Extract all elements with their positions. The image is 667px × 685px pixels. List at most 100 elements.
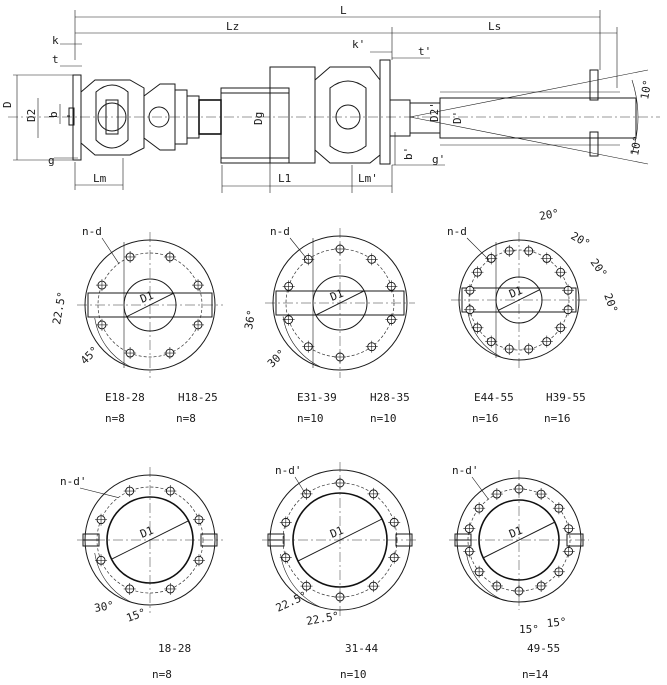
hole-count: n=16 xyxy=(544,412,571,425)
series-name: 18-28 xyxy=(158,642,191,655)
angle-arc xyxy=(94,552,131,603)
callout-leader xyxy=(294,476,307,495)
callout-leader xyxy=(101,237,120,264)
angle-label: 20° xyxy=(601,292,620,315)
d1-label: D1 xyxy=(328,524,345,541)
flange-outer xyxy=(84,239,216,371)
hole-count: n=10 xyxy=(370,412,397,425)
bore xyxy=(478,499,560,581)
dim-D-prime: D' xyxy=(451,111,464,124)
angle-label: 15° xyxy=(125,606,148,625)
dim-L1: L1 xyxy=(278,172,291,185)
bore xyxy=(292,492,388,588)
flange-outer xyxy=(272,235,408,371)
dim-D: D xyxy=(1,101,14,108)
d1-label: D1 xyxy=(138,524,155,541)
flange-outer xyxy=(458,239,580,361)
angle-label: 22.5° xyxy=(305,609,340,628)
hole-count: n=8 xyxy=(105,412,125,425)
angle-arc xyxy=(280,553,320,607)
dim-b-prime: b' xyxy=(402,147,415,160)
d1-label: D1 xyxy=(328,287,345,304)
angle-label: 45° xyxy=(78,344,101,367)
dim-Ls: Ls xyxy=(488,20,501,33)
bolt-circle xyxy=(468,249,570,351)
bore xyxy=(123,278,177,332)
series-name: H18-25 xyxy=(178,391,218,404)
dim-k-prime: k' xyxy=(352,38,365,51)
series-name: 31-44 xyxy=(345,642,378,655)
d1-dimension-line xyxy=(315,290,365,316)
angle-arc xyxy=(466,552,501,600)
series-name: H39-55 xyxy=(546,391,586,404)
callout-leader xyxy=(289,237,308,260)
callout-leader xyxy=(466,237,490,261)
bore xyxy=(312,275,368,331)
flange-5: D1 n-d' 22.5°22.5° 31-44 n=10 xyxy=(262,462,418,681)
dim-Dg: Dg xyxy=(252,112,265,125)
bolt-circle xyxy=(282,482,398,598)
hole-callout: n-d' xyxy=(275,464,302,477)
hole-count: n=10 xyxy=(340,668,367,681)
angle-arc xyxy=(282,316,321,367)
angle-label: 20° xyxy=(569,229,593,250)
d1-dimension-line xyxy=(111,520,189,560)
bore xyxy=(106,496,194,584)
angle-label: 15° xyxy=(546,615,567,630)
angle-label: 30° xyxy=(93,599,115,615)
flange-views: D1n-d22.5°45°E18-28n=8H18-25n=8D1n-d36°3… xyxy=(50,207,620,681)
hole-count: n=16 xyxy=(472,412,499,425)
angle-label: 30° xyxy=(265,347,288,370)
dim-L: L xyxy=(340,4,347,17)
d1-dimension-line xyxy=(482,521,556,559)
dim-t-prime: t' xyxy=(418,45,431,58)
dim-b: b xyxy=(47,111,60,118)
angle-label: 36° xyxy=(242,309,258,331)
hole-callout: n-d xyxy=(447,225,467,238)
dim-k: k xyxy=(52,34,59,47)
side-view: L Lz Ls k t D D2 b g xyxy=(1,4,660,193)
angle-top: 10° xyxy=(638,79,654,101)
bore xyxy=(495,276,543,324)
flange-2: D1 n-d 36° 30° E31-39 n=10 H28-35 n=10 xyxy=(242,225,415,425)
angle-arc xyxy=(94,317,131,368)
dim-Lm-prime: Lm' xyxy=(358,172,378,185)
series-name: E31-39 xyxy=(297,391,337,404)
dim-g-prime: g' xyxy=(432,153,445,166)
hole-count: n=8 xyxy=(176,412,196,425)
hole-count: n=8 xyxy=(152,668,172,681)
angle-label: 20° xyxy=(538,207,560,223)
hole-callout: n-d' xyxy=(60,475,87,488)
slot-right xyxy=(566,533,584,547)
angle-label: 15° xyxy=(519,623,539,636)
slot-right xyxy=(395,533,413,547)
d1-label: D1 xyxy=(507,524,524,541)
dim-Lm: Lm xyxy=(93,172,107,185)
dim-g: g xyxy=(48,154,55,167)
series-name: H28-35 xyxy=(370,391,410,404)
hole-callout: n-d xyxy=(270,225,290,238)
dim-Lz: Lz xyxy=(226,20,239,33)
series-name: E18-28 xyxy=(105,391,145,404)
slot-right xyxy=(200,533,218,547)
bolt-circle xyxy=(467,488,571,592)
hole-callout: n-d xyxy=(82,225,102,238)
angle-label: 22.5° xyxy=(274,589,310,615)
d1-label: D1 xyxy=(138,289,155,306)
angle-label: 20° xyxy=(588,256,610,280)
angle-arc xyxy=(467,311,502,358)
d1-dimension-line xyxy=(126,292,174,318)
slot-left xyxy=(454,533,472,547)
d1-dimension-line xyxy=(498,289,540,311)
hole-count: n=10 xyxy=(297,412,324,425)
callout-leader xyxy=(471,476,489,500)
flange-6: D1n-d'15°15°49-55n=14 xyxy=(449,464,589,681)
hole-callout: n-d' xyxy=(452,464,479,477)
callout-leader xyxy=(79,487,119,498)
d1-dimension-line xyxy=(297,518,383,562)
d1-label: D1 xyxy=(507,284,524,301)
bolt-circle xyxy=(97,252,203,358)
